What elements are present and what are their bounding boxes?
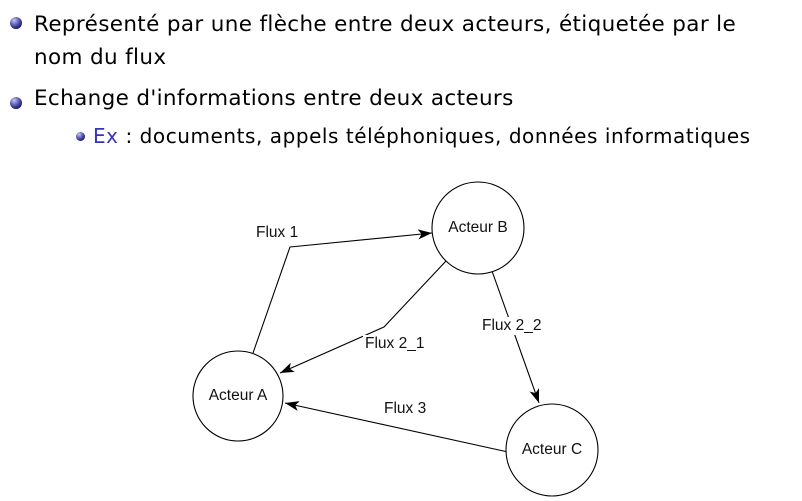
flux-label-2-2: Flux 2_2 [480, 317, 544, 335]
actor-label-a: Acteur A [208, 387, 268, 404]
actor-node-b [431, 181, 525, 275]
bullet-text-line: nom du flux [34, 45, 167, 70]
sub-bullet-icon [76, 132, 85, 141]
sub-bullet-text: Ex : documents, appels téléphoniques, do… [93, 122, 751, 151]
flow-arrow-flux-3 [284, 401, 509, 453]
bullet-text-line: Représenté par une flèche entre deux act… [34, 12, 737, 37]
example-prefix: Ex [93, 124, 119, 148]
flow-arrow-flux-2-2 [491, 270, 540, 404]
bullet-icon [10, 17, 22, 29]
actor-label-b: Acteur B [448, 219, 508, 236]
bullet-icon [10, 97, 22, 109]
flow-arrow-flux-1 [252, 229, 433, 354]
actor-label-c: Acteur C [521, 441, 583, 458]
flow-arrow-flux-2-1 [279, 260, 447, 374]
flux-label-3: Flux 3 [382, 400, 429, 418]
flux-label-1: Flux 1 [254, 224, 301, 242]
example-text: : documents, appels téléphoniques, donné… [118, 124, 751, 148]
actor-node-a [192, 350, 284, 442]
bullet-text-line: Echange d'informations entre deux acteur… [34, 86, 514, 111]
flux-label-2-1: Flux 2_1 [363, 335, 427, 353]
actor-node-c [505, 403, 599, 497]
